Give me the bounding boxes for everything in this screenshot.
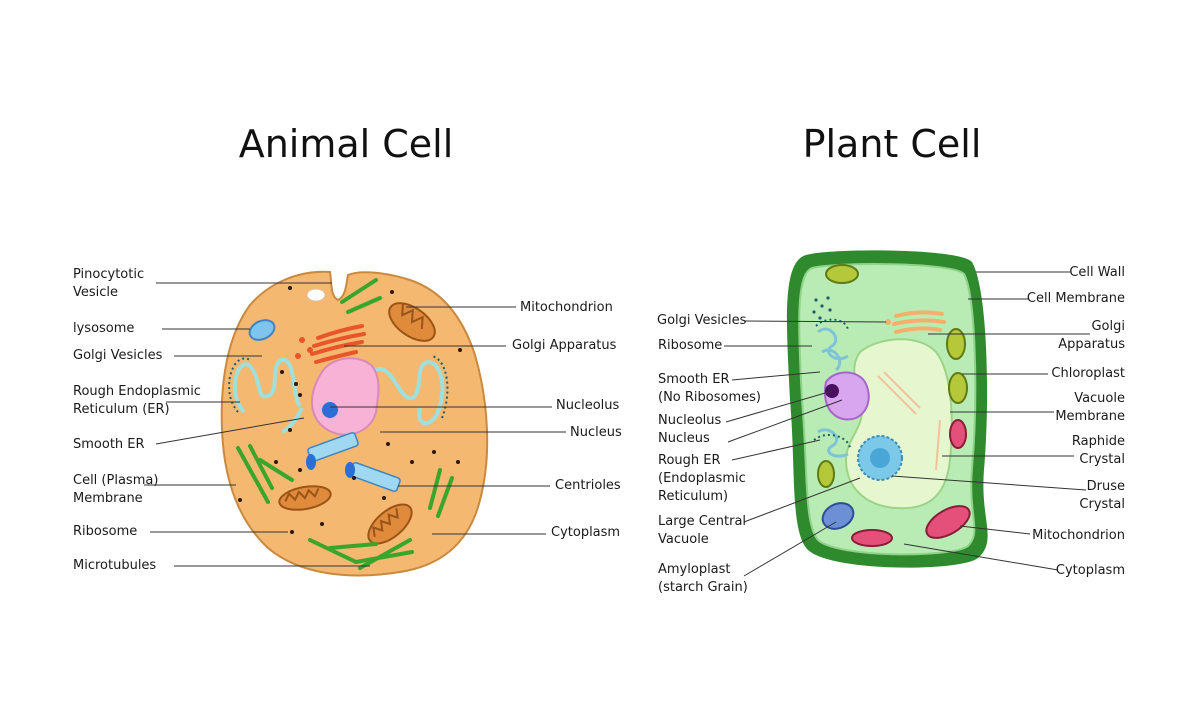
amyloplast [821,502,855,530]
animal-nucleolus [322,402,338,418]
plant-leader-lines [724,271,1090,577]
golgi-vesicle [307,347,313,353]
label-animal-golgi-vesicles: Golgi Vesicles [73,348,163,363]
plant-cell-title: Plant Cell [802,122,982,166]
centrioles [306,431,401,493]
label-plant-mitochondrion: Mitochondrion [1032,528,1125,543]
animal-endoplasmic-reticulum [232,358,445,434]
plant-nucleus [823,371,870,421]
golgi-apparatus [310,324,366,364]
label-cell-wall: Cell Wall [1069,265,1125,280]
label-animal-cell-membrane: Cell (Plasma)Membrane [73,473,159,506]
label-amyloplast: Amyloplast(starch Grain) [658,562,748,595]
microtubules [236,278,454,570]
golgi-vesicle [295,353,301,359]
label-lysosome: lysosome [73,321,135,336]
label-plant-smooth-er: Smooth ER(No Ribosomes) [658,372,761,405]
label-plant-cell-membrane: Cell Membrane [1026,291,1125,306]
lysosome [248,319,276,341]
label-plant-golgi-vesicles: Golgi Vesicles [657,313,747,328]
label-animal-cytoplasm: Cytoplasm [551,525,621,540]
plant-golgi-vesicle [885,319,891,325]
label-microtubules: Microtubules [73,558,157,573]
animal-leader-lines [144,282,566,567]
pinocytotic-vesicle [306,288,326,302]
label-centrioles: Centrioles [555,478,621,493]
label-animal-nucleus: Nucleus [570,425,622,440]
label-plant-cytoplasm: Cytoplasm [1055,563,1125,578]
plant-ribosomes-on-er [813,318,851,449]
animal-ribosomes [238,286,462,534]
animal-mitochondrion [278,485,332,511]
chloroplast [817,264,968,488]
animal-mitochondrion [367,503,413,545]
label-chloroplast: Chloroplast [1051,366,1125,381]
animal-cell-title: Animal Cell [238,122,454,166]
label-animal-smooth-er: Smooth ER [73,437,145,452]
druse-crystal [857,435,903,481]
golgi-vesicle [299,337,305,343]
plant-golgi-apparatus [892,310,946,334]
plant-endoplasmic-reticulum [817,327,849,458]
plant-central-vacuole [844,338,953,510]
label-animal-golgi-apparatus: Golgi Apparatus [512,338,617,353]
raphide-crystal [877,371,941,471]
label-animal-ribosome: Ribosome [73,524,138,539]
plant-mitochondrion [851,419,971,547]
label-plant-ribosome: Ribosome [658,338,723,353]
animal-mitochondrion [388,302,436,342]
label-animal-nucleolus: Nucleolus [556,398,620,413]
plant-cell [724,250,1090,577]
animal-cell [144,270,566,577]
plant-ribosomes [812,296,832,320]
label-animal-mitochondrion: Mitochondrion [520,300,613,315]
